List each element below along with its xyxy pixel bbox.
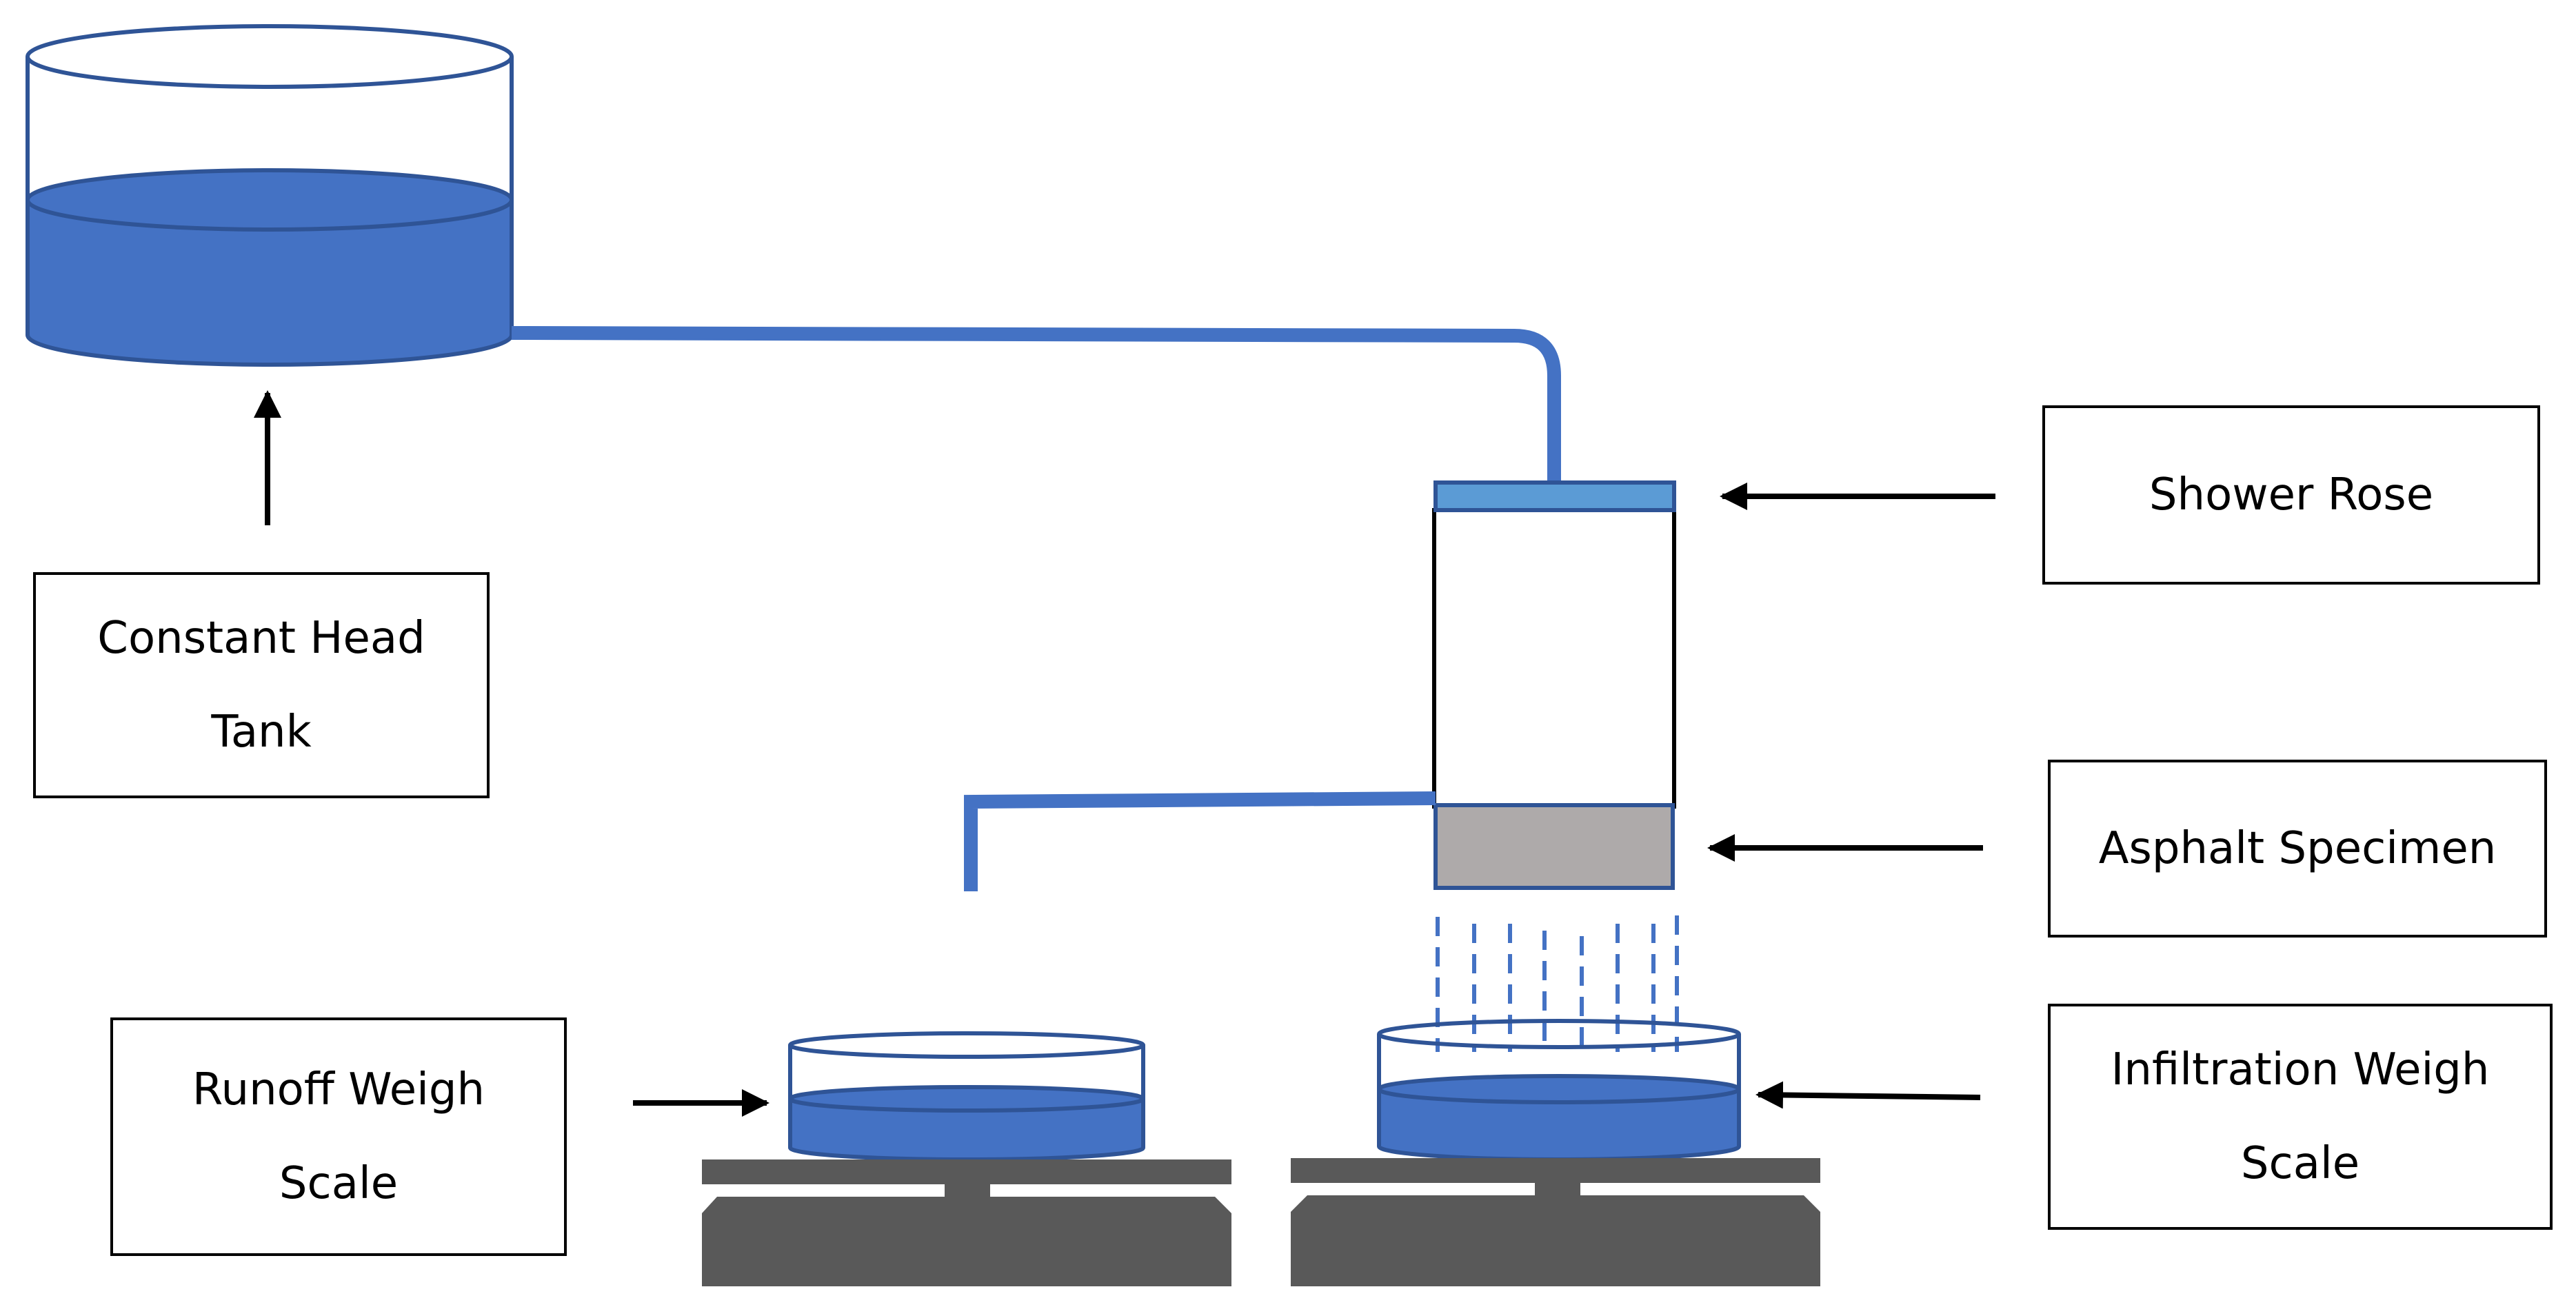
label-runoff-weigh-scale: Runoff Weigh Scale — [110, 1017, 567, 1256]
label-shower-rose: Shower Rose — [2042, 405, 2540, 585]
infiltration-scale — [1291, 1158, 1820, 1286]
label-asphalt-specimen: Asphalt Specimen — [2048, 760, 2547, 938]
tank-water — [28, 200, 512, 365]
label-line: Asphalt Specimen — [2098, 823, 2497, 874]
label-line: Shower Rose — [2149, 469, 2434, 520]
label-line: Runoff Weigh — [192, 1064, 485, 1115]
supply-pipe — [511, 326, 1561, 483]
specimen-column — [1432, 480, 1676, 890]
arrow-icon — [254, 390, 1995, 1117]
constant-head-tank — [26, 24, 514, 367]
label-constant-head-tank: Constant Head Tank — [33, 572, 490, 798]
tank-water-surface — [26, 168, 514, 232]
label-line: Infiltration Weigh — [2111, 1044, 2490, 1095]
runoff-container — [788, 1031, 1145, 1162]
label-line: Tank — [211, 707, 312, 758]
runoff-spout — [964, 791, 1436, 891]
label-line: Scale — [279, 1158, 399, 1209]
column-body — [1432, 508, 1676, 809]
runoff-scale — [702, 1159, 1231, 1286]
water-drip-icon — [1436, 915, 1679, 1052]
label-line: Constant Head — [97, 613, 425, 664]
label-line: Scale — [2240, 1138, 2360, 1189]
infiltration-container — [1377, 1019, 1741, 1162]
asphalt-specimen — [1433, 803, 1675, 890]
infiltration-scale-arrow — [1755, 1081, 1981, 1109]
label-infiltration-weigh-scale: Infiltration Weigh Scale — [2048, 1004, 2553, 1230]
shower-rose — [1433, 480, 1676, 512]
tank-rim — [26, 24, 514, 89]
